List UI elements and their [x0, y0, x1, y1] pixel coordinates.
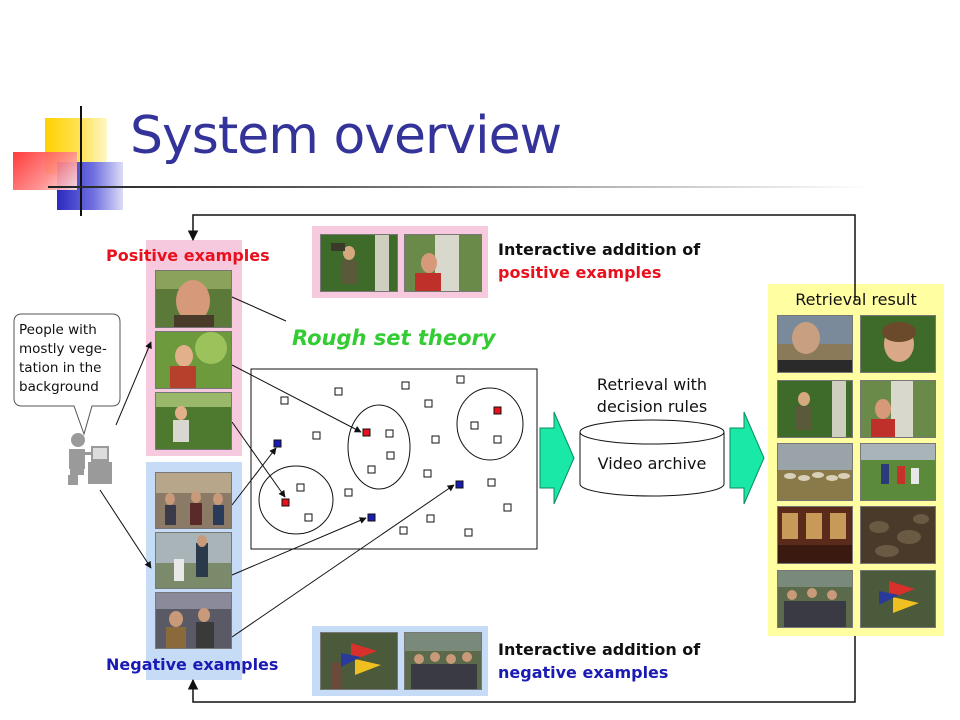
video-archive-cylinder: [579, 419, 725, 497]
retrieval-result-thumbnail[interactable]: [860, 315, 936, 373]
query-bubble: [13, 313, 121, 436]
example-arrows: [231, 296, 455, 638]
interactive-negative-line2: negative examples: [498, 663, 669, 682]
retrieval-rules-line: decision rules: [596, 397, 708, 416]
cluster-left: [258, 465, 334, 535]
positive-example-thumbnail[interactable]: [155, 331, 232, 389]
page-title: System overview: [130, 106, 562, 166]
positive-example-thumbnail[interactable]: [155, 270, 232, 328]
feedback-loop-bottom: [187, 636, 856, 703]
query-text: People with mostly vege- tation in the b…: [19, 321, 119, 397]
unlabeled-points: [280, 375, 512, 537]
retrieval-rules-line: Retrieval with: [596, 375, 708, 394]
interactive-negative-line1: Interactive addition of: [498, 640, 701, 659]
rough-set-theory-label: Rough set theory: [292, 326, 496, 350]
title-decoration: [0, 100, 868, 220]
interactive-negative-thumbnail[interactable]: [404, 632, 482, 690]
retrieval-result-thumbnail[interactable]: [860, 570, 936, 628]
interactive-positive-line1: Interactive addition of: [498, 240, 701, 259]
interactive-positive-line2: positive examples: [498, 263, 662, 282]
negative-points: [273, 439, 464, 522]
negative-example-thumbnail[interactable]: [155, 472, 232, 529]
query-line: background: [19, 379, 99, 395]
arrow-to-results: [729, 411, 765, 505]
positive-example-thumbnail[interactable]: [155, 392, 232, 450]
retrieval-result-thumbnail[interactable]: [777, 443, 853, 501]
interactive-negative-thumbnail[interactable]: [320, 632, 398, 690]
user-to-negative-arrow: [99, 489, 152, 569]
retrieval-result-label: Retrieval result: [795, 290, 917, 309]
interactive-positive-thumbnail[interactable]: [404, 234, 482, 292]
user-to-positive-arrow: [115, 341, 152, 426]
user-at-computer-icon: [68, 433, 112, 485]
query-line: People with: [19, 322, 97, 338]
retrieval-result-thumbnail[interactable]: [777, 570, 853, 628]
cluster-right: [456, 387, 524, 461]
video-archive-label: Video archive: [597, 454, 707, 473]
interactive-positive-thumbnail[interactable]: [320, 234, 398, 292]
query-line: tation in the: [19, 360, 102, 376]
retrieval-result-thumbnail[interactable]: [860, 506, 936, 564]
retrieval-result-thumbnail[interactable]: [860, 443, 936, 501]
positive-examples-label: Positive examples: [106, 246, 270, 265]
negative-example-thumbnail[interactable]: [155, 592, 232, 649]
negative-example-thumbnail[interactable]: [155, 532, 232, 589]
arrow-to-archive: [539, 411, 575, 505]
positive-points: [281, 406, 502, 507]
query-line: mostly vege-: [19, 341, 107, 357]
retrieval-result-thumbnail[interactable]: [777, 380, 853, 438]
retrieval-result-thumbnail[interactable]: [777, 506, 853, 564]
retrieval-result-thumbnail[interactable]: [777, 315, 853, 373]
retrieval-rules-label: Retrieval with decision rules: [592, 374, 712, 418]
retrieval-result-thumbnail[interactable]: [860, 380, 936, 438]
negative-examples-label: Negative examples: [106, 655, 279, 674]
feedback-loop-top: [187, 214, 856, 300]
cluster-middle: [347, 404, 411, 490]
